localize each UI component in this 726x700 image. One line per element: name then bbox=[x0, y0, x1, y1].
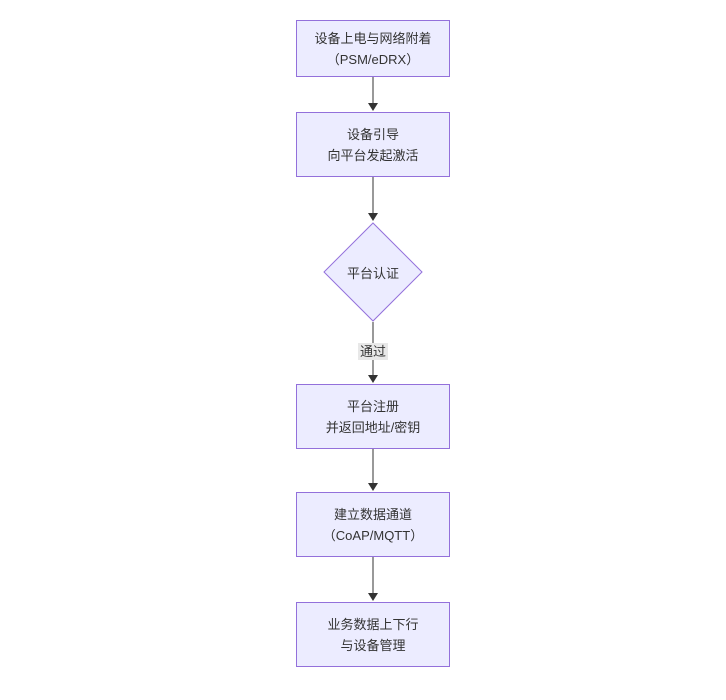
edge-line bbox=[372, 177, 374, 214]
node-text-line: 设备上电与网络附着 bbox=[314, 30, 432, 46]
node-device-bootstrap: 设备引导 向平台发起激活 bbox=[296, 112, 450, 177]
node-text-line: 平台认证 bbox=[346, 265, 399, 281]
node-text-line: （CoAP/MQTT） bbox=[322, 527, 424, 543]
edge-register-to-channel bbox=[367, 449, 379, 491]
edge-line bbox=[372, 77, 374, 104]
edge-auth-to-register: 通过 bbox=[357, 322, 389, 383]
node-data-channel: 建立数据通道 （CoAP/MQTT） bbox=[296, 492, 450, 557]
node-text-line: 建立数据通道 bbox=[333, 506, 412, 522]
edge-power-to-bootstrap bbox=[367, 77, 379, 111]
arrow-down-icon bbox=[368, 213, 378, 221]
node-text-line: 业务数据上下行 bbox=[327, 616, 419, 632]
node-platform-register: 平台注册 并返回地址/密钥 bbox=[296, 384, 450, 449]
edge-line bbox=[372, 449, 374, 484]
node-text-line: 并返回地址/密钥 bbox=[325, 419, 421, 435]
node-text-line: 设备引导 bbox=[346, 126, 399, 142]
node-text-line: 向平台发起激活 bbox=[327, 147, 419, 163]
decision-platform-auth: 平台认证 bbox=[323, 222, 423, 322]
edge-line bbox=[372, 557, 374, 594]
arrow-down-icon bbox=[368, 483, 378, 491]
node-business-data: 业务数据上下行 与设备管理 bbox=[296, 602, 450, 667]
arrow-down-icon bbox=[368, 593, 378, 601]
edge-bootstrap-to-auth bbox=[367, 177, 379, 221]
node-power-network-attach: 设备上电与网络附着 （PSM/eDRX） bbox=[296, 20, 450, 77]
node-text-line: 与设备管理 bbox=[340, 637, 406, 653]
arrow-down-icon bbox=[368, 375, 378, 383]
edge-channel-to-business bbox=[367, 557, 379, 601]
node-text-line: （PSM/eDRX） bbox=[326, 51, 420, 67]
edge-label-pass: 通过 bbox=[357, 343, 389, 360]
node-text-line: 平台注册 bbox=[346, 398, 399, 414]
arrow-down-icon bbox=[368, 103, 378, 111]
diamond-shape bbox=[323, 222, 423, 322]
